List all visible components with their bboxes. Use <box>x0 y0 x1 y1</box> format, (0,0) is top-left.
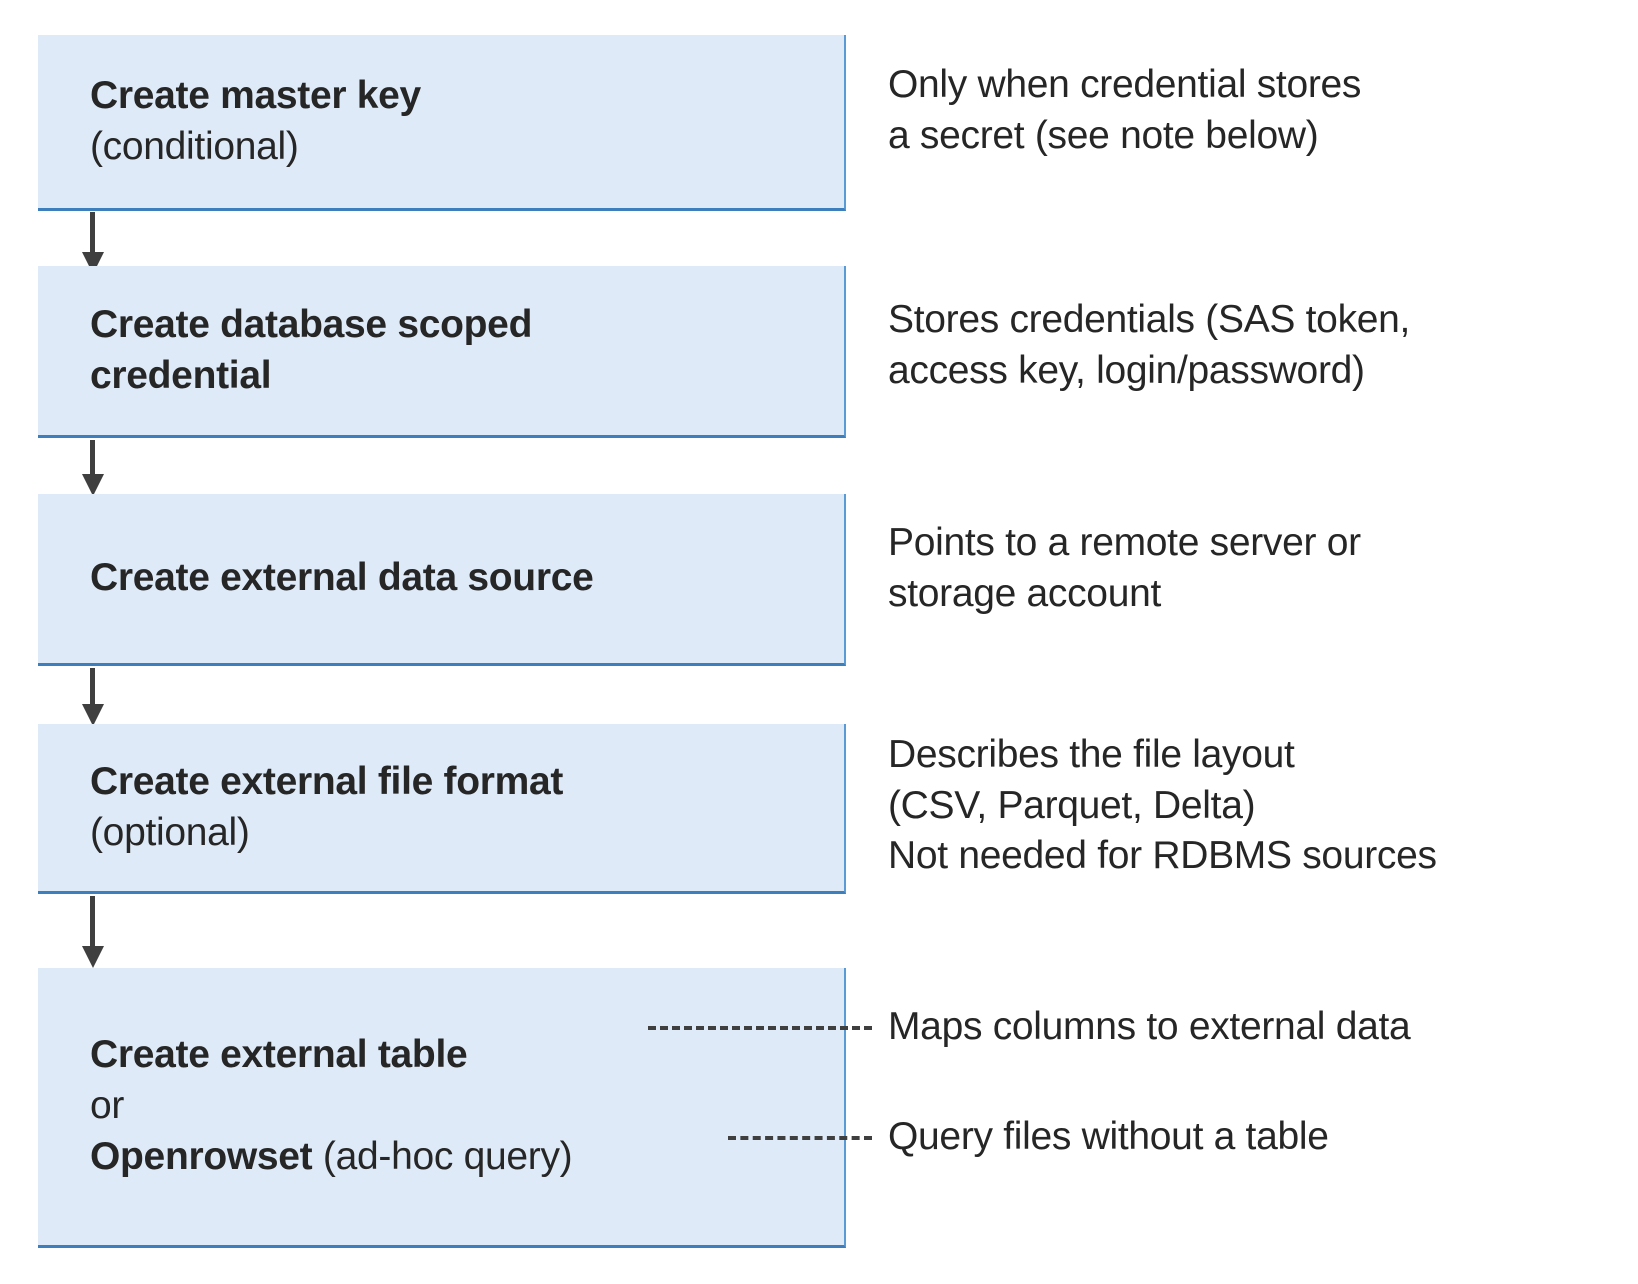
arrow-down-icon <box>82 896 104 968</box>
note-line: Not needed for RDBMS sources <box>888 834 1437 878</box>
step-box-create-master-key[interactable]: Create master key (conditional) <box>38 35 846 211</box>
step-subtitle: (optional) <box>90 810 250 854</box>
step-title-line-2: credential <box>90 353 272 397</box>
arrow-shaft <box>90 212 95 252</box>
step-box-text: Create external file format (optional) <box>38 757 844 858</box>
step-title: Create external data source <box>90 556 594 600</box>
dashed-leader-openrowset <box>728 1136 872 1140</box>
step-alt-title-suffix: (ad-hoc query) <box>312 1134 573 1178</box>
arrow-shaft <box>90 440 95 474</box>
step-subtitle: (conditional) <box>90 124 299 168</box>
arrow-down-icon <box>82 668 104 726</box>
note-line: Points to a remote server or <box>888 521 1361 564</box>
note-openrowset: Query files without a table <box>888 1115 1329 1158</box>
note-line: storage account <box>888 571 1162 615</box>
arrow-shaft <box>90 896 95 946</box>
arrow-down-icon <box>82 212 104 274</box>
arrow-shaft <box>90 668 95 704</box>
dashed-leader-external-table <box>648 1026 872 1030</box>
step-title: Create master key <box>90 73 421 117</box>
step-alt-title: Openrowset <box>90 1134 313 1178</box>
note-line: Only when credential stores <box>888 63 1362 106</box>
step-connector-word: or <box>90 1084 125 1128</box>
note-line: Describes the file layout <box>888 733 1295 776</box>
arrow-head <box>82 704 104 726</box>
step-alt-title-row: Openrowset (ad-hoc query) <box>90 1132 830 1183</box>
step-box-create-database-scoped-credential[interactable]: Create database scoped credential <box>38 266 846 438</box>
note-create-external-table: Maps columns to external data <box>888 1005 1411 1048</box>
note-create-external-data-source: Points to a remote server or storage acc… <box>888 518 1361 619</box>
arrow-head <box>82 474 104 496</box>
note-line: (CSV, Parquet, Delta) <box>888 783 1256 827</box>
step-title: Create external file format <box>90 759 564 803</box>
step-box-text: Create master key (conditional) <box>38 71 844 172</box>
step-box-text: Create external data source <box>38 553 844 604</box>
arrow-head <box>82 946 104 968</box>
step-box-create-external-file-format[interactable]: Create external file format (optional) <box>38 724 846 894</box>
step-title: Create external table <box>90 1033 468 1077</box>
step-box-text: Create database scoped credential <box>38 300 844 401</box>
note-create-master-key: Only when credential stores a secret (se… <box>888 60 1361 161</box>
step-box-text: Create external table or Openrowset (ad-… <box>38 1030 844 1182</box>
note-create-database-scoped-credential: Stores credentials (SAS token, access ke… <box>888 295 1410 396</box>
note-line: a secret (see note below) <box>888 113 1319 157</box>
note-line: access key, login/password) <box>888 348 1365 392</box>
step-box-create-external-table-or-openrowset[interactable]: Create external table or Openrowset (ad-… <box>38 968 846 1248</box>
arrow-down-icon <box>82 440 104 496</box>
step-box-create-external-data-source[interactable]: Create external data source <box>38 494 846 666</box>
note-create-external-file-format: Describes the file layout (CSV, Parquet,… <box>888 730 1437 882</box>
step-title-line-1: Create database scoped <box>90 302 533 346</box>
note-line: Stores credentials (SAS token, <box>888 298 1411 341</box>
